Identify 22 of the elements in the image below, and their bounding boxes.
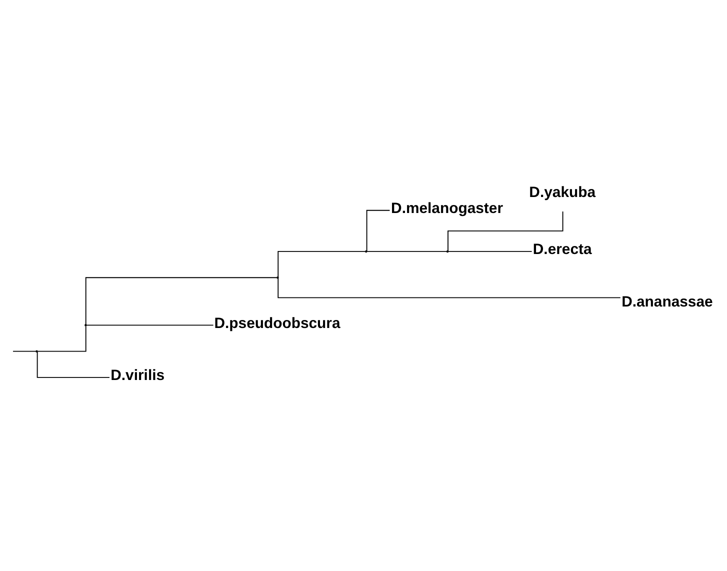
node-point — [36, 350, 38, 352]
node-text: D.erecta — [532, 240, 592, 258]
node-text: D.virilis — [110, 366, 165, 384]
node-point — [364, 250, 368, 252]
connector — [278, 250, 366, 277]
connector — [278, 278, 621, 298]
node-text: D.ananassae — [622, 292, 713, 310]
node-text: D.pseudoobscura — [214, 314, 340, 332]
connector — [86, 324, 214, 326]
node-point — [276, 276, 279, 278]
connector — [448, 210, 564, 251]
node-point — [446, 250, 449, 252]
connector — [366, 209, 390, 252]
connector — [85, 276, 278, 324]
connector — [36, 351, 110, 378]
node-text: D.melanogaster — [391, 200, 504, 217]
connector — [448, 250, 532, 252]
node-point — [84, 324, 87, 326]
connector — [366, 250, 448, 252]
connector — [37, 325, 86, 352]
node-text: D.yakuba — [529, 184, 596, 201]
connector — [12, 350, 36, 352]
